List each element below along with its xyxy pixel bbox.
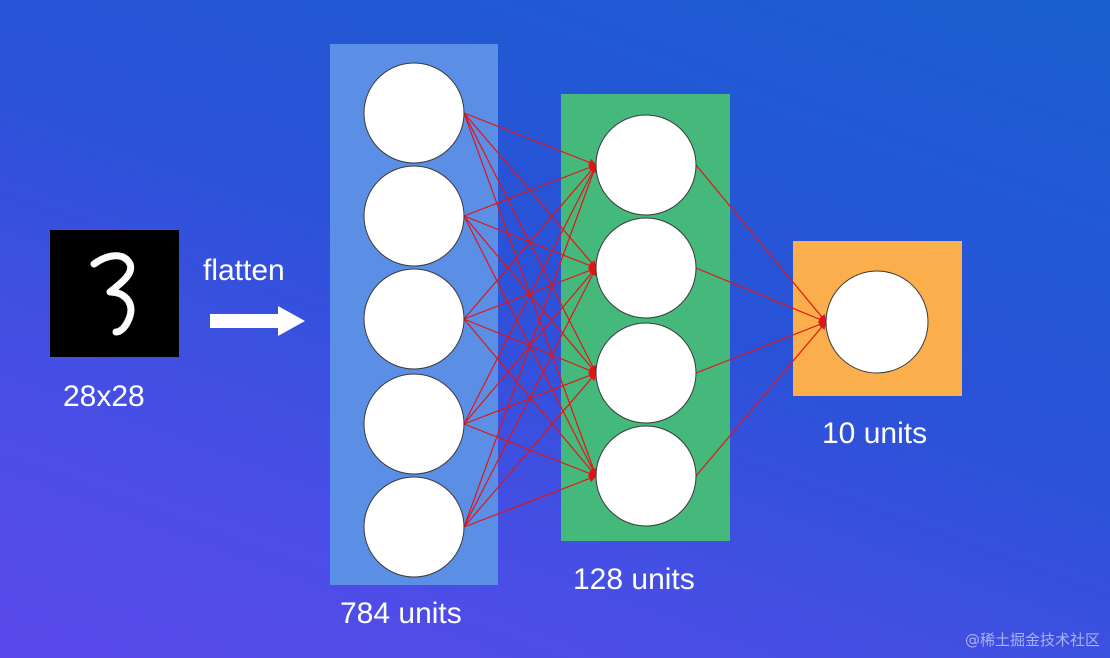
- neuron-layer0-1: [363, 165, 465, 267]
- neuron-layer0-0: [363, 62, 465, 164]
- input-size-label: 28x28: [63, 380, 145, 413]
- neuron-layer2-0: [825, 270, 929, 374]
- flatten-label: flatten: [203, 254, 285, 287]
- connection-0-3-0: [463, 164, 597, 425]
- watermark: @稀土掘金技术社区: [964, 631, 1100, 649]
- connection-0-1-0: [463, 163, 597, 217]
- connection-0-2-0: [463, 164, 597, 320]
- connection-0-0-0: [463, 112, 597, 167]
- connection-0-4-1: [463, 267, 597, 528]
- neuron-layer1-0: [595, 114, 697, 216]
- connection-0-4-2: [463, 372, 597, 528]
- neuron-layer1-2: [595, 322, 697, 424]
- neuron-layer0-4: [363, 476, 465, 578]
- layer-128-label: 128 units: [573, 563, 695, 596]
- layer-784-label: 784 units: [340, 597, 462, 630]
- connection-1-1-0: [695, 267, 827, 324]
- connection-0-4-0: [463, 164, 598, 528]
- right-arrow-icon: [210, 306, 305, 336]
- neuron-layer1-3: [595, 425, 697, 527]
- connection-1-2-0: [695, 320, 827, 374]
- layer-10-label: 10 units: [822, 417, 928, 450]
- neuron-layer0-2: [363, 268, 465, 370]
- connection-1-0-0: [695, 164, 827, 323]
- input-digit-image: [50, 230, 179, 357]
- handwritten-three-icon: [90, 252, 135, 336]
- neuron-layer0-3: [363, 373, 465, 475]
- connection-0-4-3: [463, 474, 597, 528]
- neuron-layer1-1: [595, 217, 697, 319]
- connection-1-3-0: [695, 321, 827, 477]
- connection-0-0-2: [463, 112, 597, 374]
